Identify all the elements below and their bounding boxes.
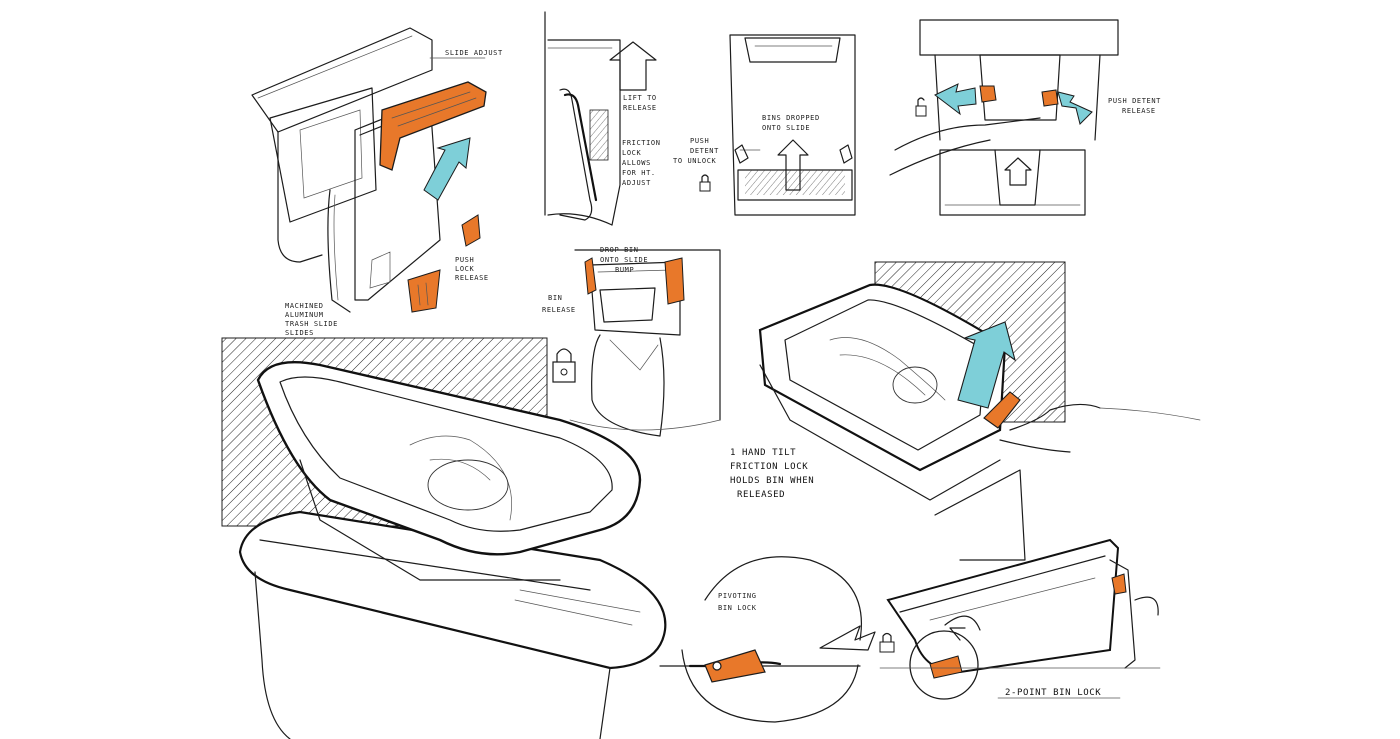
note-push-lock-release: PUSH LOCK RELEASE — [455, 256, 489, 282]
svg-text:DROP BIN: DROP BIN — [600, 246, 639, 254]
slide-handle — [379, 81, 487, 171]
svg-text:RELEASE: RELEASE — [623, 104, 657, 112]
note-hand-tilt: 1 HAND TILT FRICTION LOCK HOLDS BIN WHEN… — [730, 448, 814, 500]
svg-text:RELEASE: RELEASE — [1122, 107, 1156, 115]
svg-text:RELEASE: RELEASE — [542, 306, 576, 314]
sketch-main-bin — [221, 337, 667, 739]
note-two-point-lock: 2-POINT BIN LOCK — [1005, 688, 1101, 698]
sketch-pivoting-lock — [659, 556, 895, 723]
sketch-hand-tilt — [758, 261, 1201, 561]
svg-text:BIN: BIN — [548, 294, 562, 302]
svg-text:PUSH DETENT: PUSH DETENT — [1108, 97, 1161, 105]
sketch-cabinet-slide — [251, 27, 487, 313]
svg-text:MACHINED: MACHINED — [285, 302, 324, 310]
note-push-detent-unlock: PUSH DETENT TO UNLOCK — [673, 137, 719, 165]
svg-text:ONTO SLIDE: ONTO SLIDE — [600, 256, 648, 264]
svg-text:BINS DROPPED: BINS DROPPED — [762, 114, 820, 122]
slide-up-arrow — [423, 137, 471, 201]
svg-text:PUSH: PUSH — [455, 256, 474, 264]
svg-text:PIVOTING: PIVOTING — [718, 592, 757, 600]
sketch-hand-lift — [889, 19, 1119, 216]
svg-text:ALLOWS: ALLOWS — [622, 159, 651, 167]
svg-text:ONTO SLIDE: ONTO SLIDE — [762, 124, 810, 132]
note-bins-dropped: BINS DROPPED ONTO SLIDE — [762, 114, 820, 132]
note-lift-to-release: LIFT TO RELEASE — [623, 94, 657, 112]
svg-text:DETENT: DETENT — [690, 147, 719, 155]
svg-text:PUSH: PUSH — [690, 137, 709, 145]
note-pivoting-bin-lock: PIVOTING BIN LOCK — [718, 592, 757, 612]
sketch-two-point-lock — [879, 538, 1161, 700]
svg-text:LIFT TO: LIFT TO — [623, 94, 657, 102]
note-bin-release: BIN RELEASE — [542, 294, 576, 314]
svg-text:RELEASED: RELEASED — [737, 490, 785, 500]
svg-text:FOR HT.: FOR HT. — [622, 169, 656, 177]
svg-text:ALUMINUM: ALUMINUM — [285, 311, 324, 319]
svg-text:ADJUST: ADJUST — [622, 179, 651, 187]
svg-text:TRASH SLIDE: TRASH SLIDE — [285, 320, 338, 328]
sketch-bin-frame-front — [729, 34, 856, 216]
svg-text:LOCK: LOCK — [622, 149, 641, 157]
svg-text:FRICTION LOCK: FRICTION LOCK — [730, 462, 808, 472]
note-push-detent-release: PUSH DETENT RELEASE — [1108, 97, 1161, 115]
svg-text:SLIDES: SLIDES — [285, 329, 314, 337]
svg-text:HOLDS BIN WHEN: HOLDS BIN WHEN — [730, 476, 814, 486]
sketch-drop-bin — [552, 249, 721, 437]
svg-text:1 HAND TILT: 1 HAND TILT — [730, 448, 796, 458]
svg-text:FRICTION: FRICTION — [622, 139, 661, 147]
sketch-slide-section — [544, 11, 657, 226]
note-friction-lock: FRICTION LOCK ALLOWS FOR HT. ADJUST — [622, 139, 661, 187]
svg-text:RELEASE: RELEASE — [455, 274, 489, 282]
tilt-arrow — [957, 321, 1016, 409]
svg-text:LOCK: LOCK — [455, 265, 474, 273]
push-arrow-right — [1057, 91, 1093, 125]
push-arrow-left — [934, 83, 977, 116]
note-slide-adjust: SLIDE ADJUST — [445, 49, 503, 57]
note-machined-aluminum: MACHINED ALUMINUM TRASH SLIDE SLIDES — [285, 302, 338, 337]
note-drop-bin: DROP BIN ONTO SLIDE BUMP — [600, 246, 648, 274]
svg-text:TO UNLOCK: TO UNLOCK — [673, 157, 717, 165]
lock-icon-large — [552, 348, 576, 383]
svg-text:BIN LOCK: BIN LOCK — [718, 604, 757, 612]
lock-icon — [699, 174, 711, 192]
svg-text:BUMP: BUMP — [615, 266, 634, 274]
